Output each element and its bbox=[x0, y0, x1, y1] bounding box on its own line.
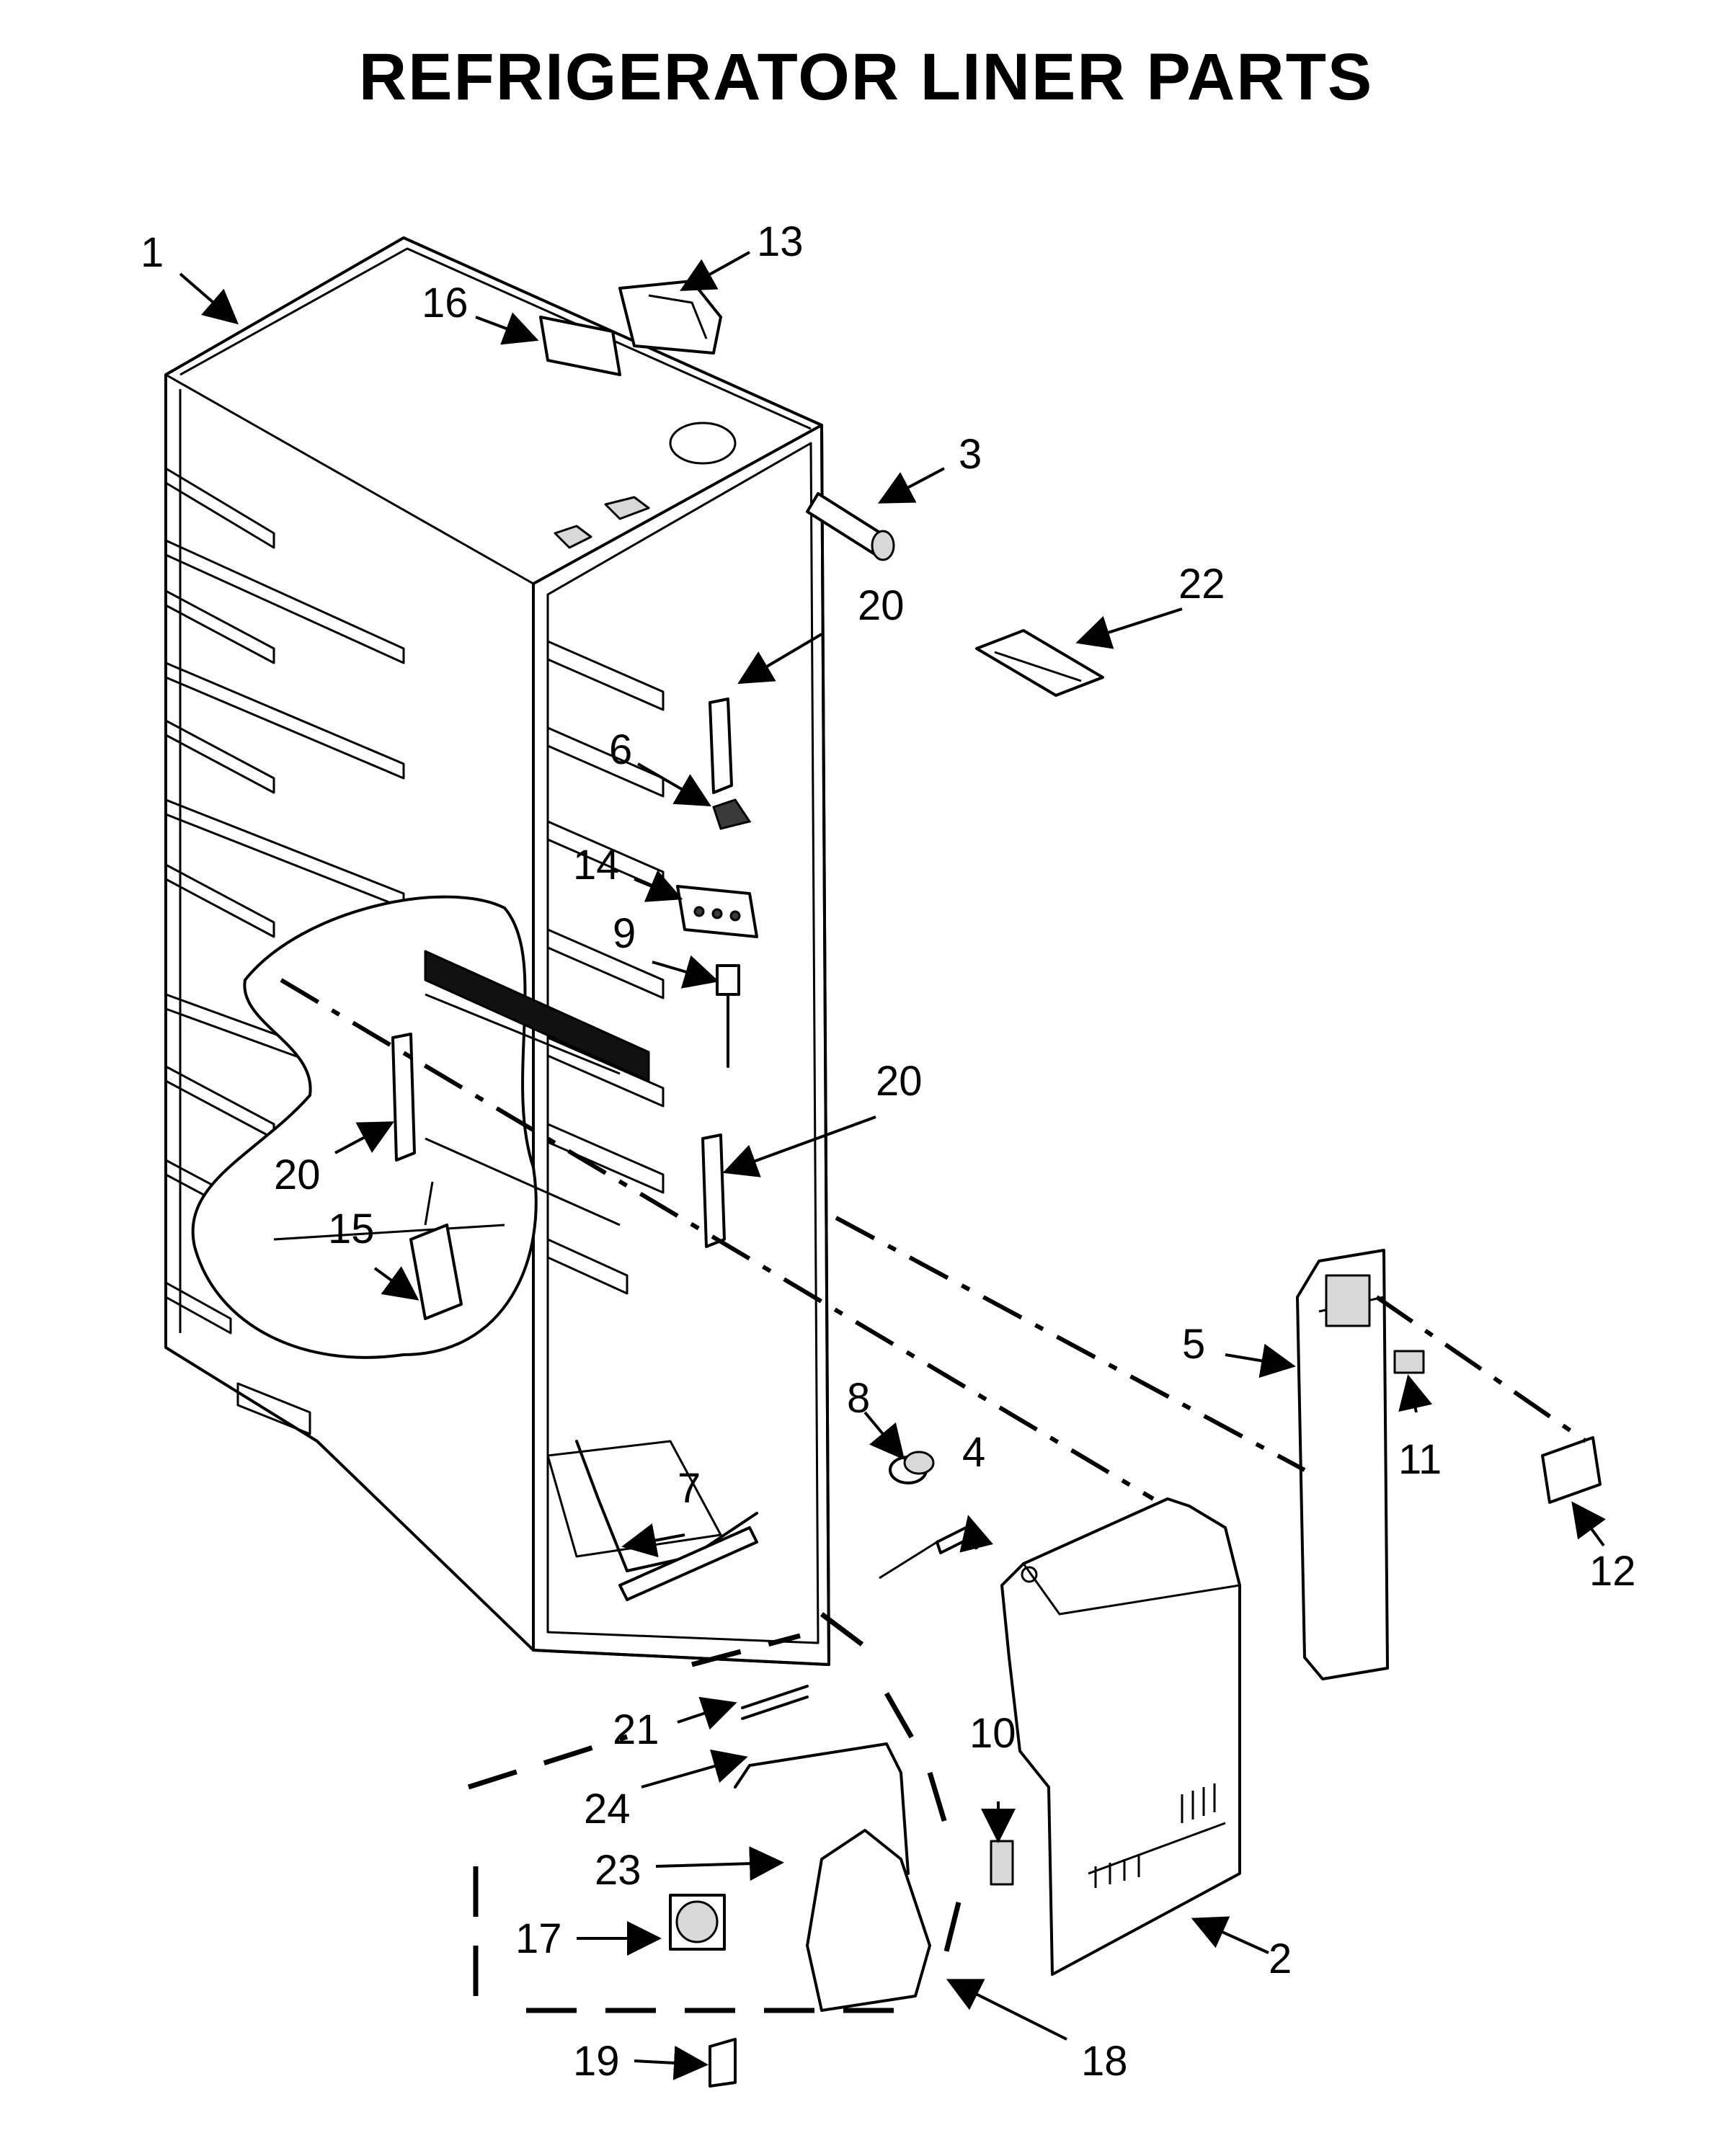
part-2-cover bbox=[1000, 1497, 1241, 1976]
callout-19: 19 bbox=[573, 2038, 620, 2085]
part-15-board bbox=[409, 1181, 463, 1320]
callout-12: 12 bbox=[1589, 1548, 1636, 1595]
callout-20-c: 20 bbox=[876, 1058, 923, 1105]
part-21 bbox=[741, 1685, 809, 1720]
callout-20-b: 20 bbox=[274, 1152, 321, 1198]
part-12 bbox=[1541, 1436, 1602, 1504]
callout-15: 15 bbox=[328, 1206, 375, 1252]
part-20-b bbox=[391, 1033, 416, 1162]
part-20-a bbox=[709, 698, 733, 794]
callout-18: 18 bbox=[1081, 2038, 1128, 2085]
callout-labels: 1 2 3 4 5 6 7 8 9 10 11 12 13 14 15 16 1… bbox=[141, 218, 1636, 2085]
callout-16: 16 bbox=[422, 280, 468, 326]
part-11 bbox=[1393, 1350, 1425, 1374]
callout-21: 21 bbox=[613, 1706, 660, 1753]
callout-20-a: 20 bbox=[858, 582, 905, 629]
callout-10: 10 bbox=[969, 1710, 1016, 1757]
explode-lines bbox=[280, 978, 1587, 2013]
callout-14: 14 bbox=[573, 842, 620, 888]
callout-11: 11 bbox=[1398, 1436, 1442, 1483]
callout-7: 7 bbox=[678, 1465, 701, 1512]
part-19 bbox=[709, 2038, 737, 2088]
callout-5: 5 bbox=[1182, 1321, 1205, 1368]
callout-1: 1 bbox=[141, 229, 164, 276]
part-23-duct bbox=[806, 1829, 931, 2012]
part-3-filter bbox=[806, 492, 895, 561]
part-6 bbox=[712, 798, 752, 830]
part-5-panel bbox=[1296, 1249, 1389, 1680]
part-13 bbox=[618, 280, 722, 355]
callout-17: 17 bbox=[515, 1915, 562, 1962]
page-title: REFRIGERATOR LINER PARTS bbox=[358, 40, 1374, 114]
part-16-cover bbox=[539, 316, 621, 376]
callout-23: 23 bbox=[595, 1847, 641, 1894]
leader-arrows bbox=[179, 251, 1606, 2080]
part-8 bbox=[889, 1451, 935, 1484]
part-20-c bbox=[701, 1133, 726, 1248]
part-14-housing bbox=[676, 885, 758, 938]
liner-cabinet bbox=[164, 236, 830, 1666]
part-10 bbox=[990, 1840, 1014, 1886]
part-4-probe bbox=[879, 1523, 978, 1580]
callout-2: 2 bbox=[1269, 1936, 1292, 1982]
callout-3: 3 bbox=[959, 431, 982, 478]
callout-8: 8 bbox=[847, 1375, 870, 1422]
callout-22: 22 bbox=[1178, 561, 1225, 607]
callout-4: 4 bbox=[962, 1429, 985, 1476]
callout-24: 24 bbox=[584, 1786, 631, 1832]
callout-13: 13 bbox=[757, 218, 804, 265]
part-22-dispenser-board bbox=[975, 629, 1104, 697]
callout-9: 9 bbox=[613, 910, 636, 957]
callout-6: 6 bbox=[609, 726, 632, 773]
part-17-fan bbox=[669, 1894, 726, 1951]
part-7-heater bbox=[575, 1440, 758, 1601]
